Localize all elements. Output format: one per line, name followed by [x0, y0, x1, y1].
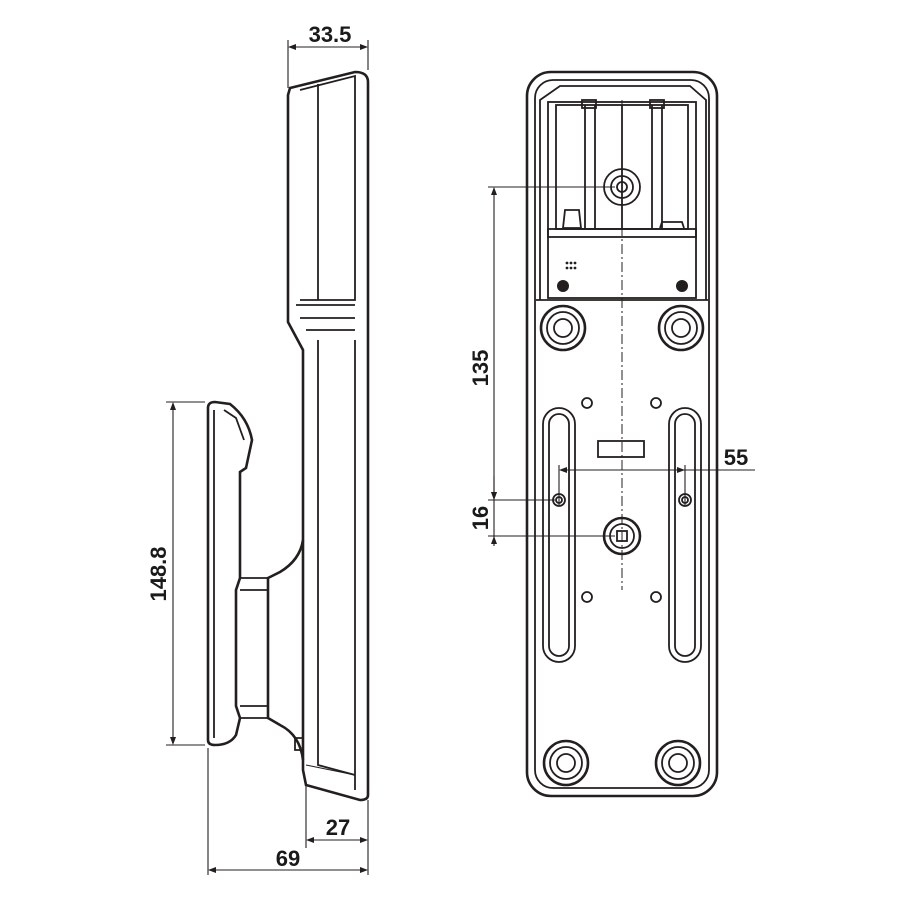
side-neck-inner: [240, 589, 268, 707]
bay-screw-right: [676, 280, 688, 292]
hole-bottom-left: [581, 591, 593, 603]
dim-height-ext: [166, 401, 205, 746]
dim-top-ext: [287, 40, 369, 88]
dim-label-55: 55: [724, 445, 748, 470]
battery-contact-left: [561, 209, 583, 229]
side-screw: [294, 737, 304, 751]
front-outer-plate: [525, 70, 719, 798]
dim-label-16: 16: [468, 506, 493, 530]
slot-left: [542, 407, 576, 663]
hole-top-left: [581, 397, 593, 409]
dim-label-27: 27: [326, 815, 350, 840]
front-inner-plate: [534, 79, 710, 789]
hole-top-right: [650, 397, 662, 409]
dim-55-ext: [558, 465, 686, 505]
lower-bumpers: [542, 739, 702, 787]
dim-label-33-5: 33.5: [309, 22, 352, 47]
battery-contact-right: [659, 221, 685, 229]
contact-dots: [565, 261, 577, 270]
side-neck-joints: [240, 577, 268, 719]
dim-label-69: 69: [276, 846, 300, 871]
side-neck: [266, 539, 305, 761]
front-view: 135 55 16: [468, 70, 755, 798]
dim-bottom-ext: [207, 748, 369, 875]
battery-tab-left: [581, 99, 597, 109]
battery-tab-right: [649, 99, 665, 109]
side-handle-curve: [223, 409, 245, 441]
side-upper-inner: [299, 74, 356, 301]
side-lower-line: [317, 340, 356, 776]
center-window: [597, 440, 645, 458]
side-step-lines: [296, 304, 355, 331]
dim-label-148-8: 148.8: [146, 546, 171, 601]
upper-bumpers: [539, 304, 705, 352]
side-handle-body: [206, 400, 254, 747]
hole-bottom-right: [650, 591, 662, 603]
slot-right: [668, 407, 702, 663]
dim-label-135: 135: [468, 350, 493, 387]
battery-slots: [584, 105, 663, 229]
dim-front-ext-left: [488, 186, 615, 537]
side-bottom-bevel: [305, 764, 356, 776]
side-view: 33.5 148.8 27 69: [146, 22, 370, 875]
bay-screw-left: [557, 280, 569, 292]
side-outer-panel: [286, 70, 370, 802]
battery-bay-outline: [539, 85, 707, 300]
